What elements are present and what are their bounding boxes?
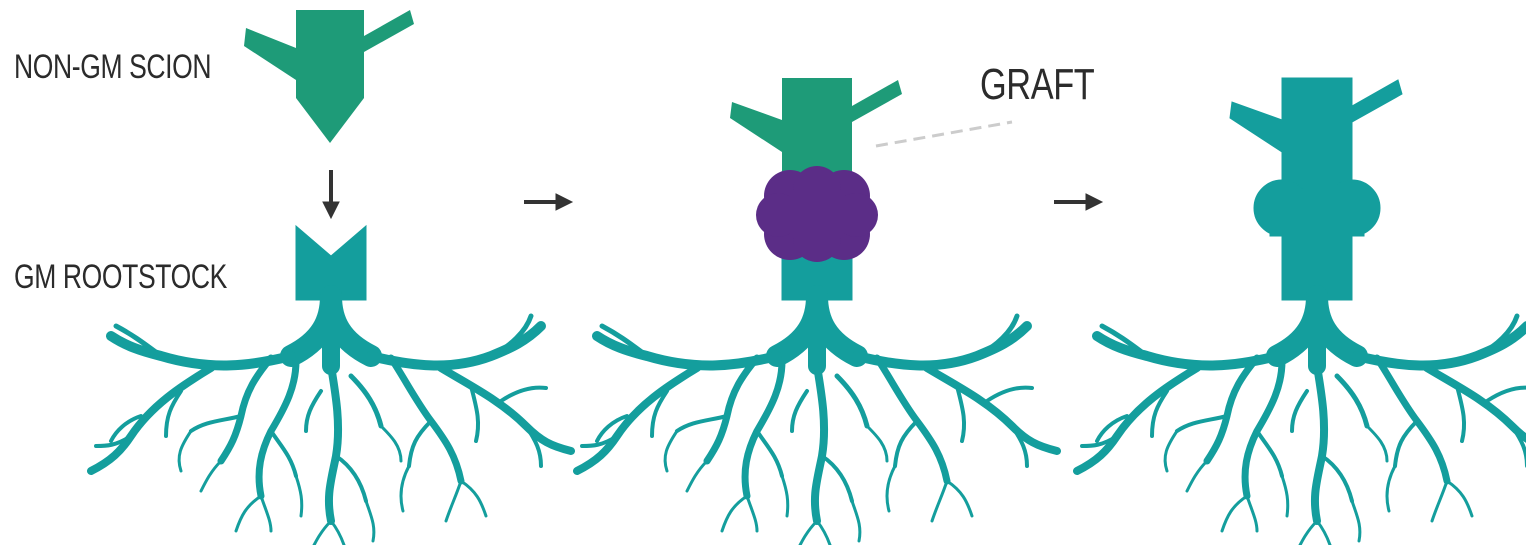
stage-2-grafted <box>577 78 1057 545</box>
rootstock-label: GM ROOTSTOCK <box>14 258 227 297</box>
right-arrow-icon <box>524 194 572 210</box>
rootstock <box>577 240 1057 545</box>
graft-leader-line <box>876 122 1012 146</box>
stage-3-healed <box>1077 78 1526 545</box>
scion-shoot <box>244 10 414 143</box>
down-arrow-icon <box>323 170 339 218</box>
scion-label: NON-GM SCION <box>14 48 211 87</box>
right-arrow-icon <box>1054 194 1102 210</box>
graft-union <box>756 166 878 262</box>
graft-label: GRAFT <box>980 60 1094 110</box>
